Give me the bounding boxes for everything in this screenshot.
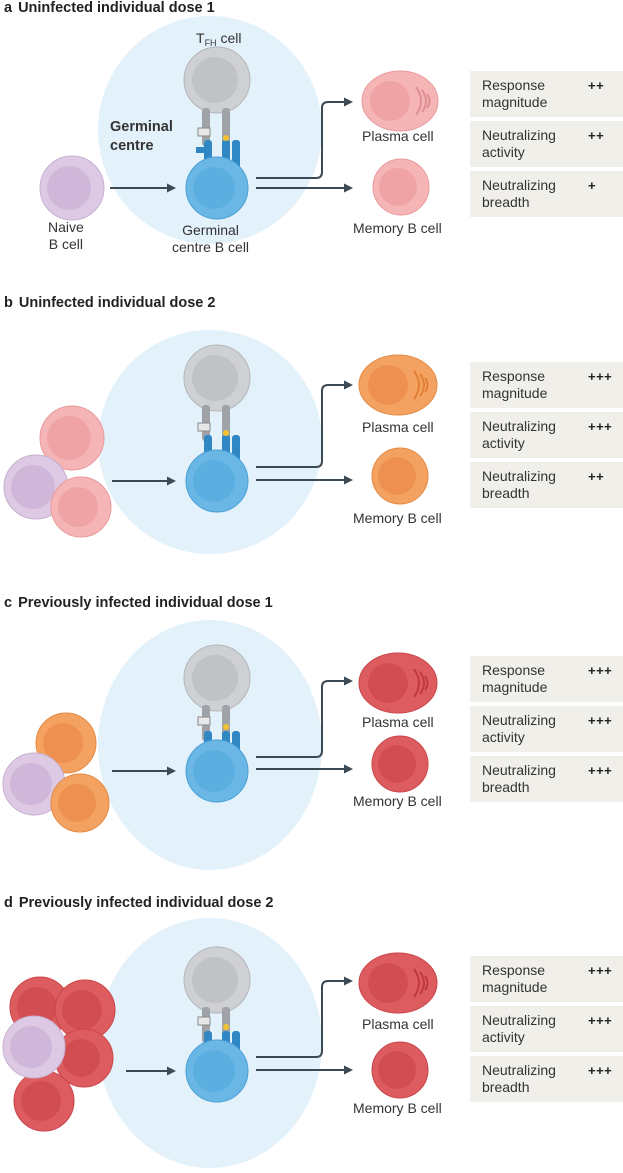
metric-score: ++ — [588, 78, 605, 93]
germinal-centre-b-cell — [185, 156, 249, 220]
arrow-to-gc-b-cell — [126, 1066, 176, 1076]
metric-score: +++ — [588, 763, 613, 778]
metric-score: +++ — [588, 369, 613, 384]
tfh-cell — [183, 344, 251, 412]
arrow-to-gc-b-cell — [112, 766, 176, 776]
arrow-to-memory-b-cell — [256, 1065, 353, 1075]
tfh-cell — [183, 46, 251, 114]
panel-title: a Uninfected individual dose 1 — [4, 0, 215, 16]
metric-score: +++ — [588, 663, 613, 678]
arrow-to-plasma-cell — [256, 976, 353, 1058]
memory-b-cell-label: Memory B cell — [353, 1100, 442, 1116]
arrow-to-memory-b-cell — [256, 183, 353, 193]
metric-score: +++ — [588, 1013, 613, 1028]
metric-score: ++ — [588, 128, 605, 143]
panel-b-diagram — [3, 330, 438, 554]
plasma-cell — [358, 952, 438, 1014]
arrow-to-memory-b-cell — [256, 475, 353, 485]
arrow-to-gc-b-cell — [112, 476, 176, 486]
metric-score: ++ — [588, 469, 605, 484]
metric-score: +++ — [588, 713, 613, 728]
plasma-cell — [358, 652, 438, 714]
panel-letter: b — [4, 295, 13, 311]
plasma-cell-label: Plasma cell — [362, 128, 434, 144]
plasma-cell — [361, 70, 439, 132]
tfh-cell — [183, 946, 251, 1014]
panel-title: c Previously infected individual dose 1 — [4, 595, 273, 611]
arrow-to-memory-b-cell — [256, 764, 353, 774]
arrow-to-gc-b-cell — [110, 183, 176, 193]
panel-c-diagram — [2, 620, 438, 870]
germinal-centre-b-cell — [185, 449, 249, 513]
germinal-centre-b-cell — [185, 1039, 249, 1103]
panel-letter: a — [4, 0, 13, 16]
arrow-to-plasma-cell — [256, 97, 353, 179]
arrow-to-plasma-cell — [256, 380, 353, 468]
panel-title-text: Previously infected individual dose 2 — [18, 895, 274, 911]
panel-a: a Uninfected individual dose 1 TFH cell — [0, 0, 623, 300]
panel-title-text: Uninfected individual dose 2 — [18, 295, 216, 311]
memory-b-cell — [371, 1041, 429, 1099]
plasma-cell-label: Plasma cell — [362, 714, 434, 730]
memory-b-cell — [371, 447, 429, 505]
panel-title: d Previously infected individual dose 2 — [4, 895, 274, 911]
arrow-to-plasma-cell — [256, 676, 353, 758]
tfh-cell — [183, 644, 251, 712]
naive-b-cell — [39, 155, 105, 221]
metric-score: +++ — [588, 963, 613, 978]
panel-b: b Uninfected individual dose 2 Plasma cel… — [0, 295, 623, 595]
plasma-cell — [358, 354, 438, 416]
memory-b-cell-label: Memory B cell — [353, 510, 442, 526]
panel-d: d Previously infected individual dose 2 P… — [0, 895, 623, 1173]
plasma-cell-label: Plasma cell — [362, 419, 434, 435]
panel-title: b Uninfected individual dose 2 — [4, 295, 215, 311]
panel-c: c Previously infected individual dose 1 P… — [0, 595, 623, 895]
memory-b-cell — [372, 158, 430, 216]
memory-b-cell-label: Memory B cell — [353, 220, 442, 236]
panel-a-diagram — [39, 16, 439, 244]
b-cell-cluster — [2, 712, 110, 833]
memory-b-cell-label: Memory B cell — [353, 793, 442, 809]
tfh-cell-label: TFH cell — [196, 30, 242, 48]
tcr-bcr-interaction — [197, 405, 240, 469]
panel-letter: d — [4, 895, 13, 911]
panel-title-text: Previously infected individual dose 1 — [18, 595, 273, 611]
b-cell-cluster — [3, 405, 112, 538]
metric-score: + — [588, 178, 597, 193]
plasma-cell-label: Plasma cell — [362, 1016, 434, 1032]
metric-score: +++ — [588, 1063, 613, 1078]
panel-title-text: Uninfected individual dose 1 — [18, 0, 215, 16]
b-cell-cluster — [2, 976, 116, 1132]
metric-score: +++ — [588, 419, 613, 434]
germinal-centre-b-cell — [185, 739, 249, 803]
panel-letter: c — [4, 595, 13, 611]
panel-d-diagram — [2, 918, 438, 1168]
memory-b-cell — [371, 735, 429, 793]
